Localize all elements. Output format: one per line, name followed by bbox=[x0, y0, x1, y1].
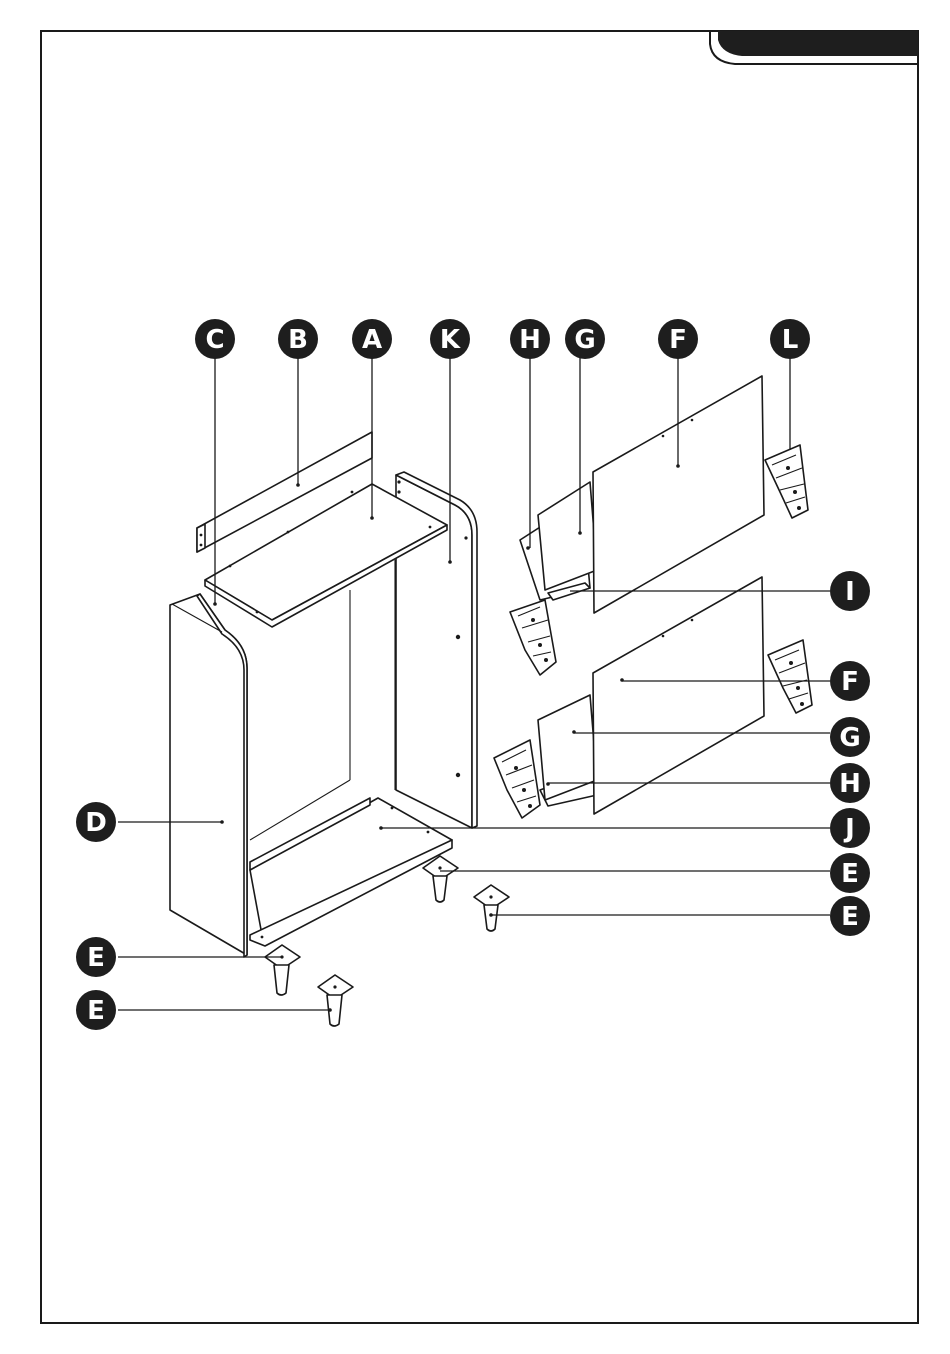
hole-b-2 bbox=[200, 534, 203, 537]
svg-text:E: E bbox=[841, 859, 859, 889]
hole-k-1 bbox=[456, 635, 460, 639]
badge-b: B bbox=[278, 319, 318, 359]
badge-f-top: F bbox=[658, 319, 698, 359]
leg-e-3 bbox=[265, 945, 300, 995]
badge-i: I bbox=[830, 571, 870, 611]
hole-f-lower-2 bbox=[662, 635, 665, 638]
hole-a-2 bbox=[351, 491, 354, 494]
svg-text:I: I bbox=[845, 577, 855, 607]
svg-text:E: E bbox=[841, 902, 859, 932]
badge-e-left-1: E bbox=[76, 937, 116, 977]
badge-j: J bbox=[830, 808, 870, 848]
svg-text:G: G bbox=[574, 325, 595, 355]
leg-e-2 bbox=[474, 885, 509, 931]
svg-text:B: B bbox=[288, 325, 308, 355]
hole-j-4 bbox=[261, 936, 264, 939]
hole-a-5 bbox=[256, 611, 259, 614]
badge-a: A bbox=[352, 319, 392, 359]
hinge-left-upper bbox=[510, 600, 556, 675]
hole-f-upper-3 bbox=[691, 419, 694, 422]
svg-text:E: E bbox=[87, 943, 105, 973]
hinge-right-upper bbox=[765, 445, 808, 518]
hole-j-2 bbox=[427, 831, 430, 834]
hole-a-6 bbox=[429, 526, 432, 529]
hinge-left-lower bbox=[494, 740, 540, 818]
panel-d-side bbox=[170, 594, 247, 955]
panel-f-lower bbox=[593, 577, 764, 814]
badge-e-right-2: E bbox=[830, 896, 870, 936]
panel-b-edge bbox=[197, 524, 205, 552]
badge-e-left-2: E bbox=[76, 990, 116, 1030]
badge-g-right: G bbox=[830, 717, 870, 757]
badge-h-right: H bbox=[830, 763, 870, 803]
hole-k-5 bbox=[464, 536, 467, 539]
badge-h-top: H bbox=[510, 319, 550, 359]
badge-g-top: G bbox=[565, 319, 605, 359]
hinge-right-lower bbox=[768, 640, 812, 713]
hole-a-4 bbox=[229, 565, 232, 568]
svg-text:J: J bbox=[843, 814, 855, 844]
panel-j-bottom bbox=[250, 798, 452, 935]
svg-text:D: D bbox=[85, 808, 107, 838]
hole-k-3 bbox=[397, 480, 400, 483]
hole-b-3 bbox=[200, 544, 203, 547]
hole-h-upper bbox=[526, 546, 530, 550]
badge-l: L bbox=[770, 319, 810, 359]
leg-e-1 bbox=[423, 856, 458, 902]
badge-d: D bbox=[76, 802, 116, 842]
hole-k-4 bbox=[397, 490, 400, 493]
leg-e-4 bbox=[318, 975, 353, 1026]
badge-f-right: F bbox=[830, 661, 870, 701]
svg-text:F: F bbox=[669, 325, 687, 355]
svg-text:E: E bbox=[87, 996, 105, 1026]
header-tab-fill bbox=[718, 31, 918, 56]
hole-f-upper-2 bbox=[662, 435, 665, 438]
badge-e-right-1: E bbox=[830, 853, 870, 893]
hole-f-lower-3 bbox=[691, 619, 694, 622]
hole-a-3 bbox=[287, 531, 290, 534]
svg-text:K: K bbox=[440, 325, 461, 355]
svg-text:L: L bbox=[782, 325, 799, 355]
hole-k-2 bbox=[456, 773, 460, 777]
badge-c: C bbox=[195, 319, 235, 359]
svg-text:F: F bbox=[841, 667, 859, 697]
hole-j-3 bbox=[391, 807, 394, 810]
panel-g-upper bbox=[538, 482, 597, 590]
svg-text:H: H bbox=[519, 325, 541, 355]
badge-k: K bbox=[430, 319, 470, 359]
svg-text:G: G bbox=[839, 723, 860, 753]
svg-text:A: A bbox=[362, 325, 382, 355]
svg-text:H: H bbox=[839, 769, 861, 799]
svg-text:C: C bbox=[205, 325, 224, 355]
